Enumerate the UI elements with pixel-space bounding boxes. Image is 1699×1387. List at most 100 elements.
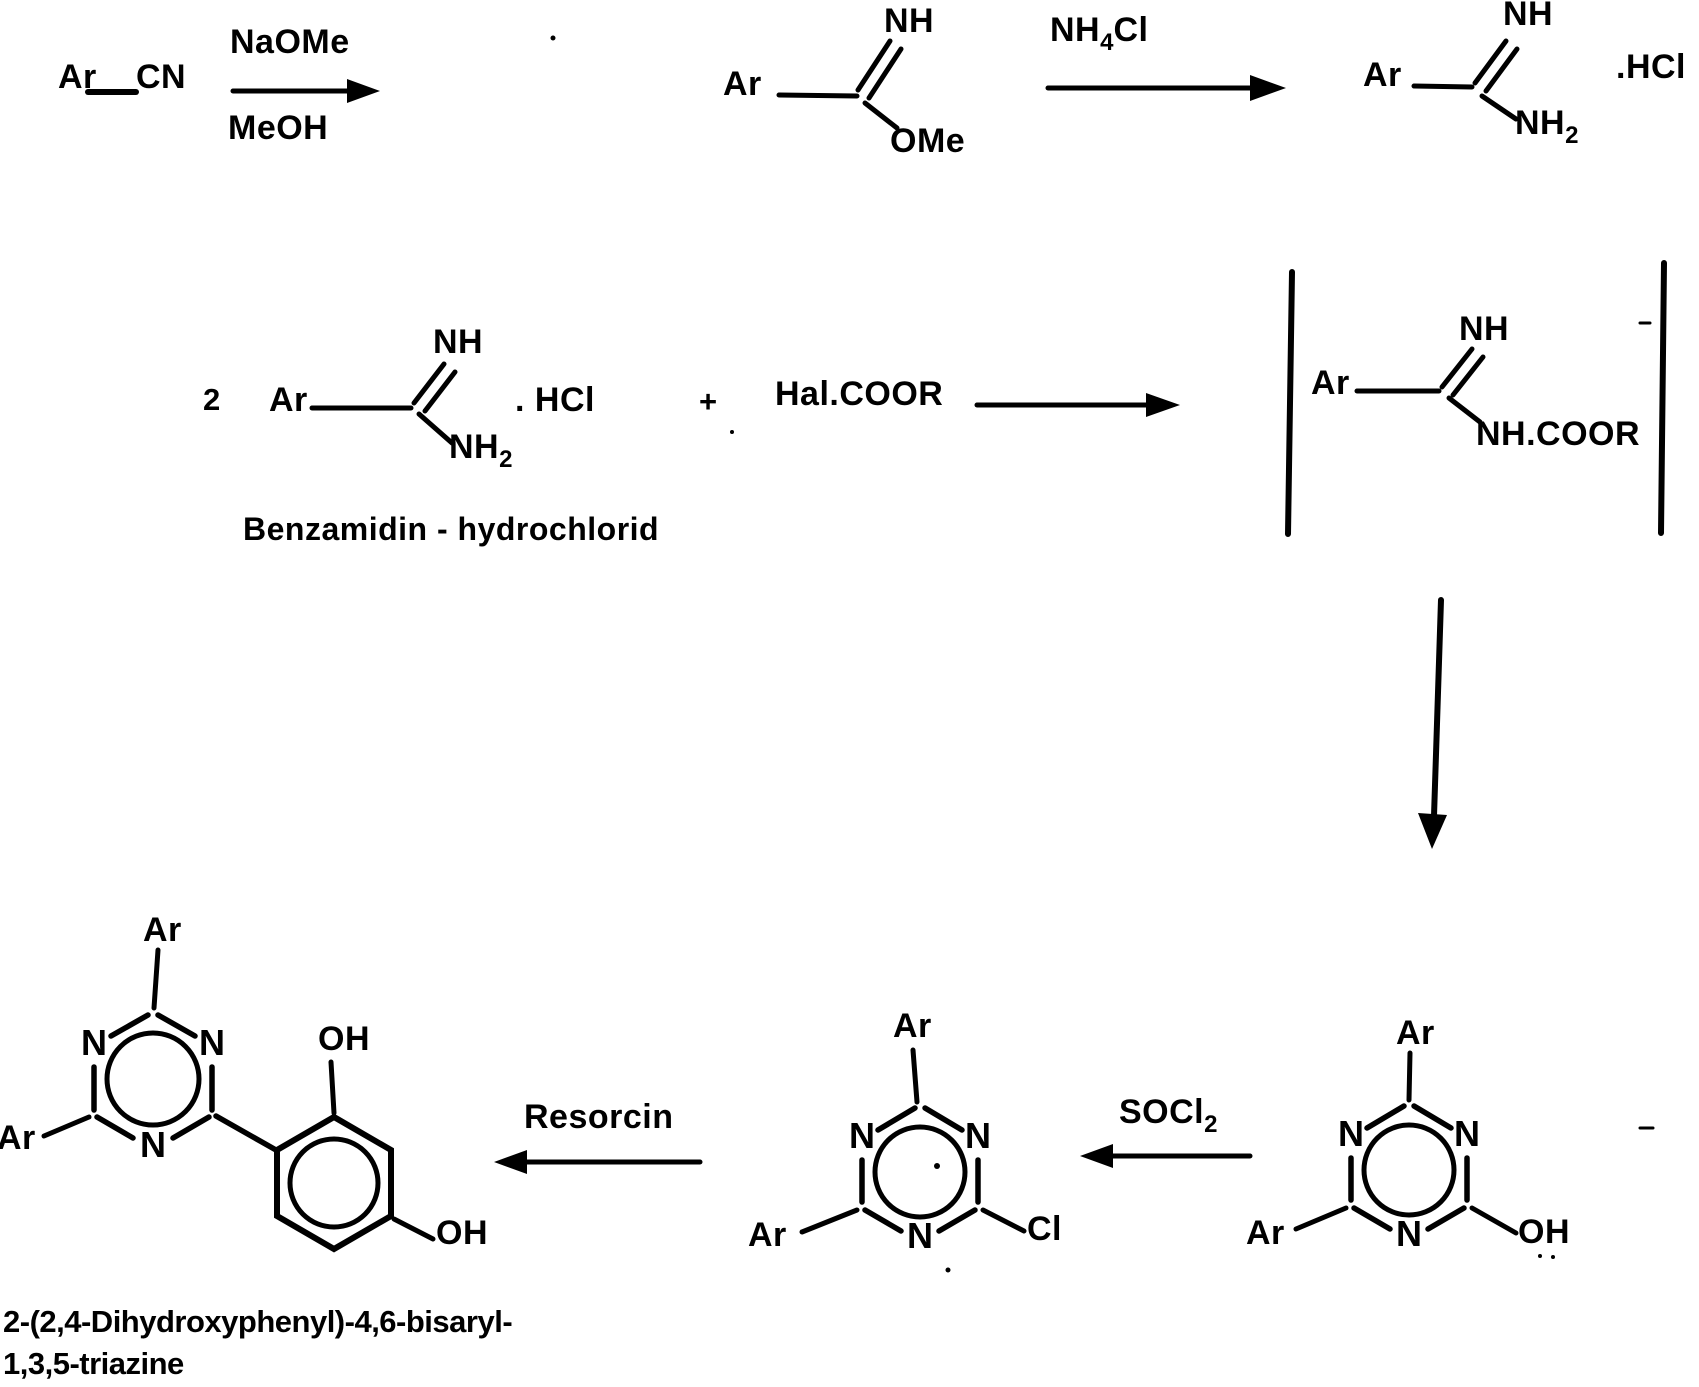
bond-to-oh [1469, 1205, 1519, 1236]
nitrile-ar-label: Ar [58, 58, 97, 96]
imidate-ar-label: Ar [723, 65, 762, 103]
intermediate-structure-bonds [1354, 346, 1486, 425]
reaction-arrow-down [1418, 597, 1447, 849]
bond-to-ar-top [1406, 1050, 1413, 1103]
product-n-left-label: N [81, 1022, 108, 1063]
bond-c-nh2 [1479, 93, 1519, 122]
ring-edge [1411, 1103, 1454, 1131]
bond-c-ome [862, 100, 900, 131]
socl2-base: SOCl [1119, 1093, 1205, 1131]
arrow-head [347, 79, 380, 103]
bond-to-oh-bottom [391, 1216, 436, 1242]
ring-edge [1364, 1103, 1407, 1131]
amidine-ar-label: Ar [1363, 56, 1402, 94]
socl2-arrow [1080, 1144, 1253, 1168]
benzamidine-name-label: Benzamidin - hydrochlorid [243, 511, 660, 547]
intermediate-nh-label: NH [1459, 310, 1510, 348]
arrow1-reagent-below: MeOH [228, 109, 329, 147]
bond-ar-c [1411, 83, 1475, 90]
product-oh-bottom-label: OH [436, 1214, 488, 1252]
arrow-head [1146, 393, 1180, 417]
ring-edge [108, 1012, 151, 1039]
ink-speck [550, 35, 556, 41]
ring-edge [875, 1105, 918, 1133]
imidate-nh-label: NH [884, 2, 935, 40]
imidate-ome-label: OMe [890, 122, 966, 160]
bond-to-ar-left [41, 1114, 92, 1139]
intermediate-ar-label: Ar [1311, 364, 1350, 402]
triazine-oh-substituent-label: OH [1518, 1213, 1570, 1251]
triazine-oh-ring [1293, 1050, 1519, 1236]
ink-speck [934, 1163, 940, 1169]
product-phenyl-ring [274, 1059, 436, 1253]
ring-edge [936, 1207, 978, 1234]
arrow-shaft [1431, 597, 1444, 819]
bracket-right [1658, 260, 1667, 536]
product-n-bottom-label: N [140, 1124, 167, 1165]
bond-to-ar-left [1293, 1205, 1349, 1232]
nh2-base: NH [449, 428, 500, 466]
amidine2-ar-label: Ar [269, 381, 308, 419]
triazine-cl-n-bottom-label: N [907, 1215, 934, 1256]
double-bond-a [411, 361, 447, 406]
product-triazine-ring [41, 947, 279, 1153]
stoichiometry-coefficient: 2 [203, 382, 221, 417]
intermediate-nhcoor-label: NH.COOR [1476, 415, 1641, 453]
reaction-arrow-1 [230, 79, 380, 103]
bond-to-ar-left [799, 1207, 860, 1235]
ink-speck [730, 430, 734, 434]
resorcin-arrow [494, 1150, 703, 1174]
nitrile-cn-label: CN [136, 58, 187, 96]
reaction-arrow-2 [1045, 75, 1286, 101]
double-bond-b [1450, 354, 1486, 398]
product-oh-top-label: OH [318, 1020, 370, 1058]
imidate-structure-bonds [776, 38, 904, 131]
product-caption-line2: 1,3,5-triazine [3, 1346, 184, 1381]
ring-edge [155, 1012, 198, 1039]
triazine-oh-n-left-label: N [1338, 1113, 1365, 1154]
aromatic-circle [872, 1124, 968, 1220]
triazine-cl-n-right-label: N [965, 1115, 992, 1156]
triazine-cl-ar-top-label: Ar [893, 1007, 932, 1045]
bond-to-oh-top [328, 1059, 337, 1116]
double-bond-a [1439, 346, 1475, 390]
reaction-arrow-3 [974, 393, 1180, 417]
ring-edge [94, 1114, 136, 1141]
triazine-cl-ring [799, 1047, 1027, 1235]
nh2-subscript: 2 [1565, 122, 1579, 149]
plus-sign: + [699, 384, 718, 419]
double-bond-a [1472, 38, 1509, 86]
intermediate-brackets [1285, 260, 1667, 537]
bracket-left [1285, 269, 1295, 537]
double-bond-b [422, 369, 458, 414]
triazine-oh-ar-top-label: Ar [1396, 1014, 1435, 1052]
triazine-oh-ar-left-label: Ar [1246, 1214, 1285, 1252]
bond-to-ar-top [910, 1047, 920, 1105]
double-bond-b [1483, 46, 1520, 94]
bond-to-ar-top [151, 947, 161, 1011]
product-ar-left-label: Ar [0, 1119, 36, 1157]
ink-speck [945, 1267, 951, 1273]
arrow-head [1418, 813, 1447, 849]
aromatic-circle [1361, 1122, 1457, 1218]
bond-to-cl [980, 1207, 1027, 1234]
amidine2-nh2-label: NH2 [449, 428, 512, 472]
amidine-nh2-label: NH2 [1515, 106, 1578, 148]
arrow-head [1080, 1144, 1113, 1168]
nh4cl-rest: Cl [1113, 11, 1149, 49]
arrow2-reagent-nh4cl: NH4Cl [1050, 11, 1149, 55]
ink-speck [1551, 1255, 1555, 1259]
ring-edge [1351, 1205, 1393, 1232]
halcoor-reagent-label: Hal.COOR [775, 375, 944, 413]
bond-triazine-phenyl [213, 1113, 279, 1153]
nh4cl-subscript: 4 [1100, 29, 1114, 56]
ring-edge [170, 1114, 212, 1141]
amidine-nh-label: NH [1503, 0, 1554, 33]
amidine-structure-bonds [1411, 38, 1520, 122]
aromatic-circle [104, 1030, 202, 1128]
socl2-reagent-label: SOCl2 [1119, 1093, 1217, 1137]
arrow-head [494, 1150, 527, 1174]
ring-edge [1425, 1205, 1467, 1232]
